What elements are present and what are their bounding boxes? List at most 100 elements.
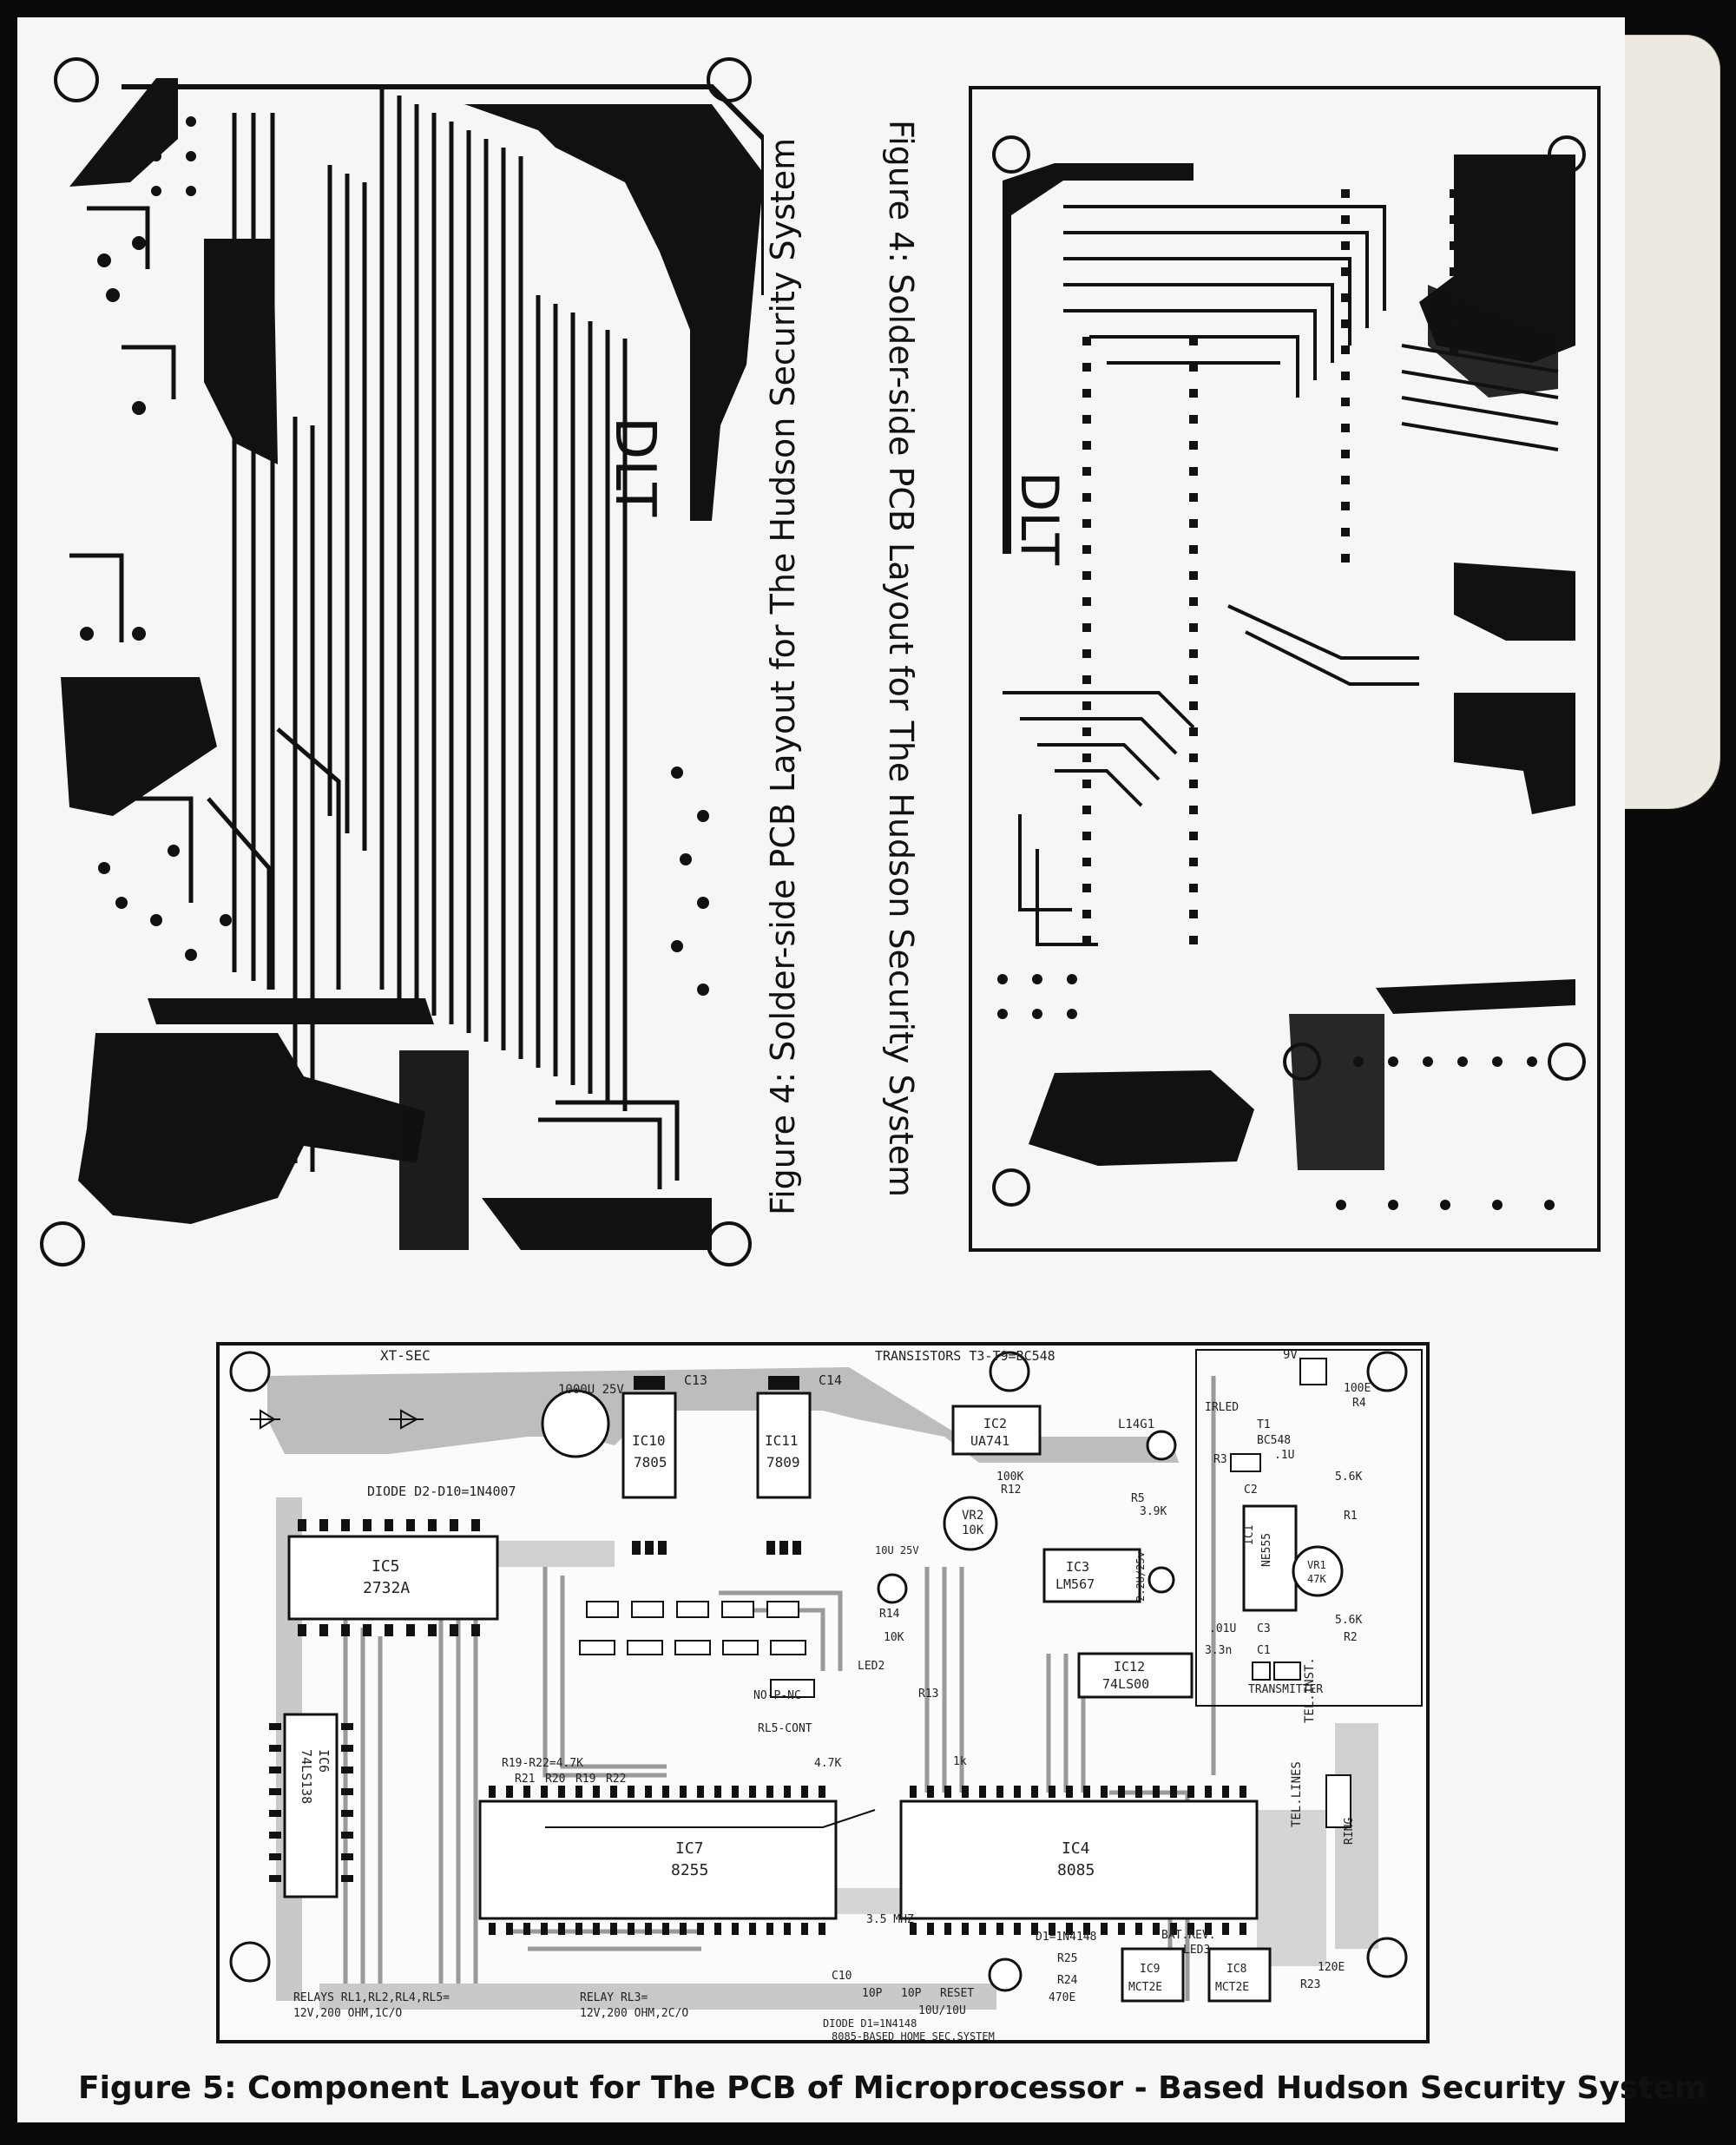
label-ic1: IC1 — [1243, 1525, 1256, 1545]
label-r24: R24 — [1057, 1974, 1078, 1987]
figure4-left-caption: Figure 4: Solder-side PCB Layout for The… — [764, 137, 802, 1215]
label-xtal: XT-SEC — [380, 1347, 431, 1364]
book-page: DLT Figure 4: Solder-side PCB Layout for… — [17, 17, 1720, 2122]
ic-pad-columns — [997, 189, 1555, 1210]
figure4-left-pcb: DLT — [40, 57, 764, 1267]
label-c3n3: 3.3n — [1205, 1644, 1232, 1657]
label-c10p2: 10P — [901, 1987, 922, 2000]
label-ic8: IC8 — [1226, 1963, 1246, 1976]
label-c10: C10 — [832, 1970, 852, 1983]
label-reset: RESET — [940, 1987, 974, 2000]
label-c1000: 1000U 25V — [558, 1383, 624, 1397]
label-r2: R2 — [1344, 1631, 1358, 1644]
label-r19: R19 — [575, 1773, 595, 1786]
label-r2-val: 5.6K — [1335, 1614, 1362, 1627]
label-tel-lines: TEL.LINES — [1290, 1761, 1304, 1827]
label-c01u: .01U — [1209, 1622, 1236, 1635]
label-system: 8085-BASED HOME SEC.SYSTEM — [832, 2030, 995, 2043]
label-r14: R14 — [879, 1608, 900, 1621]
label-rl5-cont: RL5-CONT — [758, 1722, 812, 1735]
label-xtal2: 3.5 MHZ — [866, 1913, 914, 1926]
label-ic8-part: MCT2E — [1215, 1981, 1249, 1994]
board-mark-left: DLT — [602, 417, 667, 517]
figure4-right-caption: Figure 4: Solder-side PCB Layout for The… — [882, 120, 920, 1198]
label-c13: C13 — [684, 1372, 707, 1388]
label-r5-val: 3.9K — [1140, 1505, 1167, 1518]
label-ic9-part: MCT2E — [1128, 1981, 1162, 1994]
label-ring: RING — [1343, 1818, 1356, 1845]
label-t1: T1 — [1257, 1418, 1271, 1431]
label-r4: R4 — [1352, 1397, 1366, 1410]
label-relay3b: 12V,200 OHM,2C/O — [580, 2007, 688, 2020]
label-ic11-part: 7809 — [766, 1454, 800, 1471]
label-c10u: 10U 25V — [875, 1544, 919, 1556]
label-ic3-part: LM567 — [1055, 1576, 1095, 1592]
label-ic12-part: 74LS00 — [1102, 1676, 1149, 1692]
label-r21: R21 — [515, 1773, 535, 1786]
label-ic6: IC6 — [316, 1749, 332, 1773]
label-vr2: VR2 — [962, 1509, 983, 1523]
label-c10u10u: 10U/10U — [918, 2004, 966, 2017]
figure5-caption: Figure 5: Component Layout for The PCB o… — [78, 2070, 1707, 2106]
label-r20: R20 — [545, 1773, 565, 1786]
label-ic1-part: NE555 — [1260, 1533, 1273, 1567]
label-r-note: R19-R22=4.7K — [502, 1757, 583, 1770]
label-r10k: 10K — [884, 1631, 904, 1644]
label-ic10-part: 7805 — [634, 1454, 667, 1471]
label-c3: C3 — [1257, 1622, 1271, 1635]
label-relays1: RELAYS RL1,RL2,RL4,RL5= — [293, 1991, 450, 2004]
label-c1u: .1U — [1274, 1449, 1294, 1462]
label-c2: C2 — [1244, 1484, 1258, 1497]
label-d1: D1=1N4148 — [1036, 1931, 1096, 1944]
label-diode-note: DIODE D2-D10=1N4007 — [367, 1484, 516, 1499]
label-diode-d1: DIODE D1=1N4148 — [823, 2017, 917, 2030]
label-ic5: IC5 — [372, 1557, 400, 1576]
label-vr2-val: 10K — [962, 1523, 984, 1537]
label-r23: R23 — [1300, 1978, 1320, 1991]
label-c10p1: 10P — [862, 1987, 883, 2000]
label-ic5-part: 2732A — [363, 1579, 410, 1597]
label-ic4: IC4 — [1062, 1839, 1090, 1858]
label-r1-val: 5.6K — [1335, 1471, 1362, 1484]
label-ic11: IC11 — [765, 1432, 799, 1449]
label-no-p-nc: NO-P-NC — [753, 1689, 801, 1702]
label-led2: LED2 — [858, 1660, 884, 1673]
label-r1: R1 — [1344, 1510, 1358, 1523]
label-r12-val: 100K — [996, 1471, 1023, 1484]
label-relay3: RELAY RL3= — [580, 1991, 648, 2004]
board-mark-right: DLT — [1009, 471, 1069, 565]
label-c22u: 2.2U/25v — [1134, 1551, 1147, 1602]
label-relays1b: 12V,200 OHM,1C/O — [293, 2007, 402, 2020]
label-ic6-part: 74LS138 — [299, 1749, 314, 1804]
figure5-component-layout: TRANSISTORS T3-T9=BC548 XT-SEC DIODE D2-… — [216, 1342, 1430, 2043]
label-ic4-part: 8085 — [1057, 1861, 1095, 1879]
label-r25: R25 — [1057, 1952, 1077, 1965]
label-battery: 9V — [1283, 1348, 1298, 1362]
label-t1-part: BC548 — [1257, 1434, 1291, 1447]
label-r13: R13 — [918, 1688, 938, 1701]
label-ic7-part: 8255 — [671, 1861, 708, 1879]
label-r12: R12 — [1001, 1484, 1021, 1497]
label-ic3: IC3 — [1066, 1559, 1089, 1575]
figure4-right-pcb: DLT — [969, 86, 1601, 1252]
label-r5: R5 — [1131, 1492, 1145, 1505]
label-c1: C1 — [1257, 1644, 1271, 1657]
label-r-1k: 1k — [953, 1755, 967, 1768]
label-bat-rev: BAT.REV. — [1161, 1929, 1216, 1942]
label-r-4k7: 4.7K — [814, 1757, 841, 1770]
label-irled: IRLED — [1205, 1401, 1239, 1414]
label-vr1: VR1 — [1307, 1559, 1326, 1571]
label-r4-val: 100E — [1344, 1382, 1371, 1395]
label-ic2-part: UA741 — [970, 1433, 1009, 1449]
label-l14g1: L14G1 — [1118, 1418, 1154, 1431]
label-ic7: IC7 — [675, 1839, 704, 1858]
label-c14: C14 — [819, 1372, 842, 1388]
label-ic9: IC9 — [1140, 1963, 1160, 1976]
label-r23-val: 120E — [1318, 1961, 1345, 1974]
label-ic12: IC12 — [1114, 1659, 1145, 1675]
label-tel-inst: TEL.INST. — [1303, 1657, 1317, 1723]
page-tab — [1613, 35, 1720, 809]
label-ic10: IC10 — [632, 1432, 666, 1449]
label-r24-val: 470E — [1049, 1991, 1075, 2004]
label-led3: LED3 — [1183, 1944, 1210, 1957]
